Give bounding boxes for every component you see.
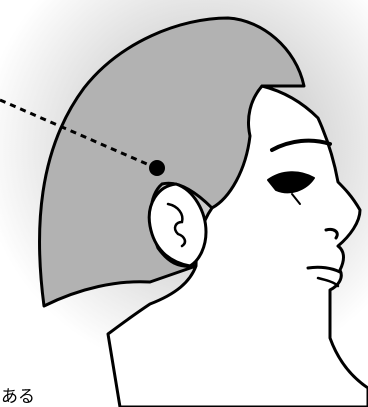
marker-dot	[149, 160, 165, 176]
caption-partial-text: ある	[1, 388, 35, 407]
